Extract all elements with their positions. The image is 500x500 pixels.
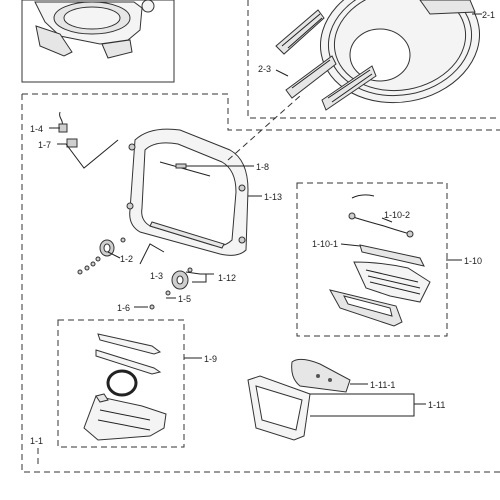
label-1-6: 1-6 [117, 303, 130, 313]
label-1-5: 1-5 [178, 294, 191, 304]
gasket-strip-top [97, 333, 162, 355]
label-1-1: 1-1 [30, 436, 43, 446]
thermostat-part [66, 138, 78, 148]
gasket-strip-bottom [95, 349, 162, 375]
label-1-13: 1-13 [264, 192, 282, 202]
sensor-wire-part [58, 111, 68, 133]
filter-housing-parts [329, 194, 431, 327]
duct-part [83, 393, 167, 441]
group-boundary-1-10 [296, 182, 448, 337]
inset-box-top-left [21, 0, 175, 83]
label-1-7: 1-7 [38, 140, 51, 150]
screws-group [77, 256, 101, 275]
label-2-1: 2-1 [482, 10, 495, 20]
label-1-11: 1-11 [428, 400, 445, 410]
label-1-9: 1-9 [204, 354, 217, 364]
label-1-3: 1-3 [150, 271, 163, 281]
label-1-4: 1-4 [30, 124, 43, 134]
label-1-10-1: 1-10-1 [312, 239, 338, 249]
label-1-10-2: 1-10-2 [384, 210, 410, 220]
label-2-3: 2-3 [258, 64, 271, 74]
small-screw-part [149, 304, 155, 310]
baffle-top [275, 9, 325, 55]
seal-ring [106, 369, 138, 397]
inset-drum-cabinet [34, 0, 155, 59]
baffle-middle [285, 55, 337, 99]
label-1-8: 1-8 [256, 162, 269, 172]
lamp-part [165, 267, 193, 296]
label-1-12: 1-12 [218, 273, 236, 283]
group-boundary-1-9 [57, 319, 185, 448]
lint-filter-part [247, 358, 351, 441]
label-1-11-1: 1-11-1 [370, 380, 395, 390]
front-frame-part [126, 128, 249, 256]
label-1-10: 1-10 [464, 256, 482, 266]
door-switch-part [99, 237, 126, 257]
label-1-2: 1-2 [120, 254, 133, 264]
baffle-bottom [321, 65, 377, 111]
group-boundary-main [21, 0, 500, 473]
drum-assembly [319, 0, 481, 104]
leader-lines [37, 13, 482, 466]
